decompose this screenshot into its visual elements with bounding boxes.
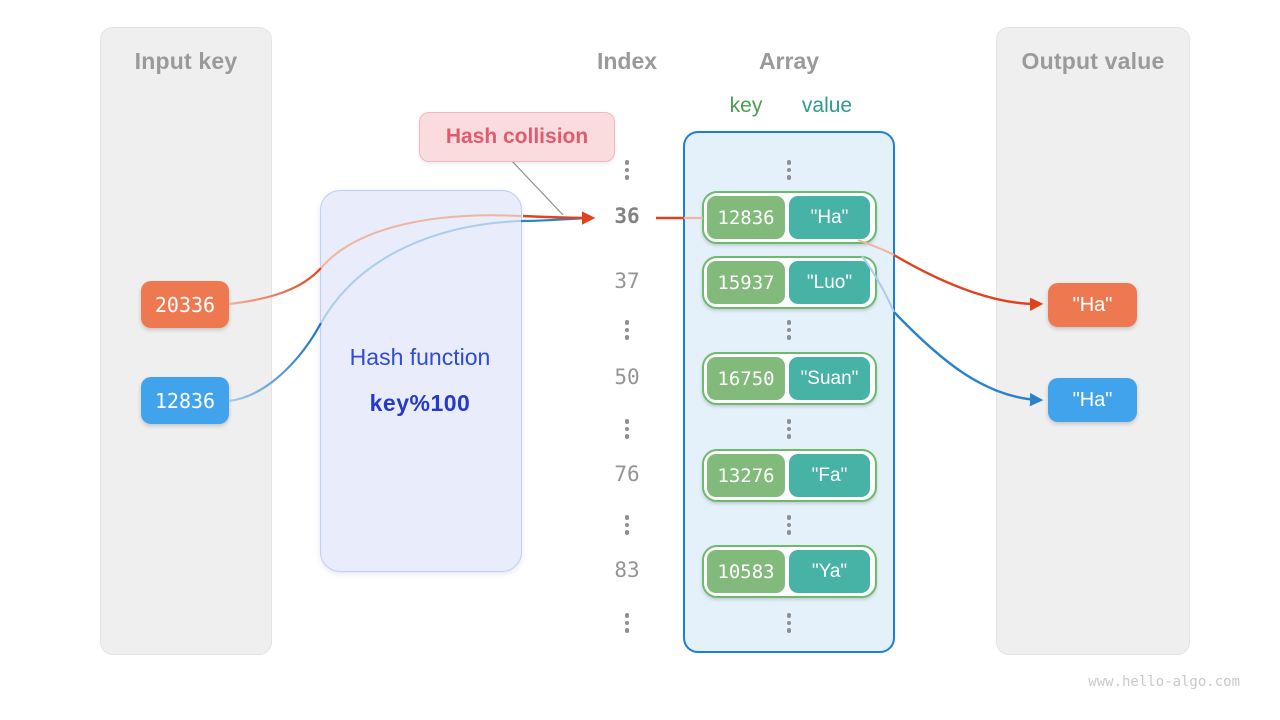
array-row-83: 10583 "Ya" (702, 545, 877, 598)
array-row-36: 12836 "Ha" (702, 191, 877, 244)
ellipsis-icon (786, 160, 792, 180)
array-value: "Suan" (789, 357, 870, 400)
array-row-76: 13276 "Fa" (702, 449, 877, 502)
array-key-header: key (729, 94, 763, 117)
index-value-36: 36 (614, 204, 640, 228)
output-value-panel: Output value (996, 27, 1190, 655)
input-key-panel: Input key (100, 27, 272, 655)
array-key: 12836 (707, 196, 785, 239)
arrow-hash-exit-blue (520, 216, 590, 223)
input-key-title: Input key (134, 48, 238, 74)
array-value: "Ha" (789, 196, 870, 239)
index-value-83: 83 (614, 558, 640, 582)
ellipsis-icon (786, 613, 792, 633)
hash-function-box (320, 190, 522, 572)
array-key: 16750 (707, 357, 785, 400)
hash-collision-callout: Hash collision (419, 112, 615, 162)
ellipsis-icon (786, 320, 792, 340)
hash-function-formula: key%100 (369, 390, 471, 416)
ellipsis-icon (624, 320, 630, 340)
output-value-ha-blue: "Ha" (1048, 378, 1137, 422)
array-key: 10583 (707, 550, 785, 593)
input-key-12836: 12836 (141, 377, 229, 424)
array-key: 15937 (707, 261, 785, 304)
ellipsis-icon (624, 515, 630, 535)
array-column-title: Array (758, 48, 820, 74)
ellipsis-icon (624, 160, 630, 180)
hash-function-label: Hash function (349, 344, 491, 370)
index-value-50: 50 (614, 365, 640, 389)
array-row-37: 15937 "Luo" (702, 256, 877, 309)
index-column-title: Index (596, 48, 658, 74)
ellipsis-icon (786, 515, 792, 535)
index-value-37: 37 (614, 269, 640, 293)
array-key: 13276 (707, 454, 785, 497)
index-value-76: 76 (614, 462, 640, 486)
arrow-hash-to-index36 (522, 211, 596, 225)
output-value-ha-orange: "Ha" (1048, 283, 1137, 327)
watermark: www.hello-algo.com (1088, 674, 1240, 690)
ellipsis-icon (624, 419, 630, 439)
output-value-title: Output value (1021, 48, 1165, 74)
ellipsis-icon (786, 419, 792, 439)
array-value: "Luo" (789, 261, 870, 304)
ellipsis-icon (624, 613, 630, 633)
array-value: "Fa" (789, 454, 870, 497)
array-value: "Ya" (789, 550, 870, 593)
input-key-20336: 20336 (141, 281, 229, 328)
array-value-header: value (801, 94, 853, 117)
array-row-50: 16750 "Suan" (702, 352, 877, 405)
